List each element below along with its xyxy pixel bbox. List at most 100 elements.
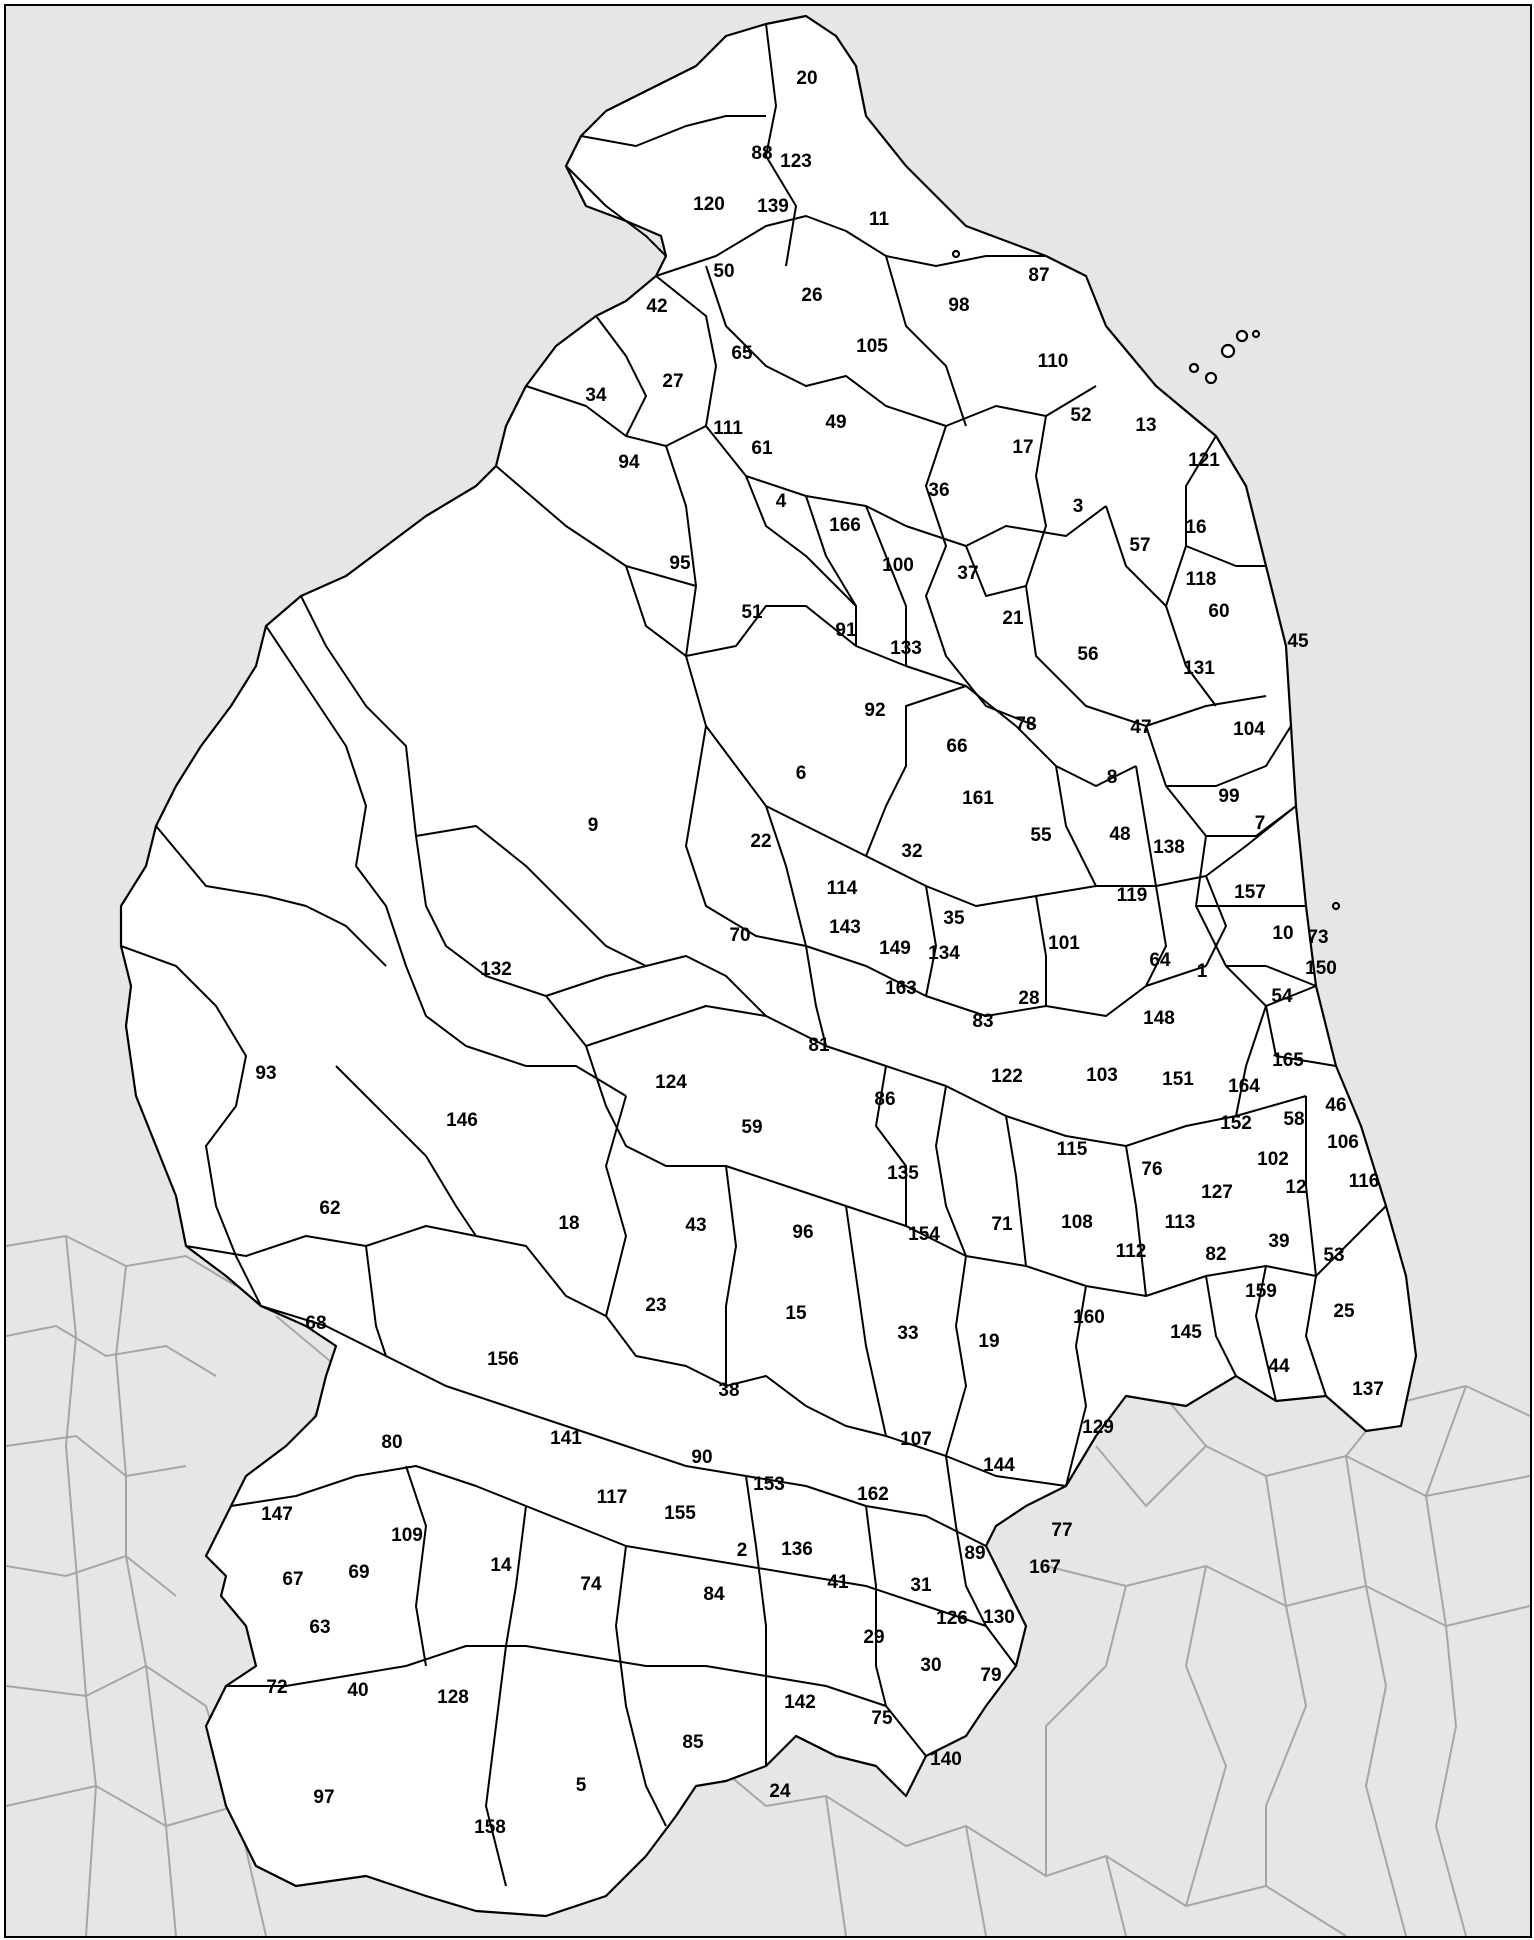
ward-label-14: 14	[490, 1555, 512, 1576]
ward-label-140: 140	[930, 1749, 962, 1770]
ward-label-41: 41	[827, 1572, 849, 1593]
ward-label-68: 68	[305, 1313, 326, 1334]
ward-label-133: 133	[890, 638, 922, 659]
ward-label-42: 42	[646, 296, 667, 317]
ward-label-130: 130	[983, 1607, 1015, 1628]
ward-label-150: 150	[1305, 958, 1337, 979]
ward-label-146: 146	[446, 1110, 478, 1131]
ward-label-122: 122	[991, 1066, 1023, 1087]
ward-label-138: 138	[1153, 837, 1185, 858]
ward-label-20: 20	[796, 68, 817, 89]
ward-label-98: 98	[948, 295, 969, 316]
ward-label-124: 124	[655, 1072, 687, 1093]
ward-label-85: 85	[682, 1732, 704, 1753]
ward-label-119: 119	[1117, 885, 1148, 906]
ward-label-100: 100	[882, 555, 914, 576]
ward-label-19: 19	[978, 1331, 999, 1352]
ward-label-58: 58	[1283, 1109, 1304, 1130]
ward-label-97: 97	[313, 1787, 334, 1808]
ward-label-120: 120	[693, 194, 725, 215]
ward-label-21: 21	[1002, 608, 1024, 629]
ward-label-117: 117	[597, 1487, 628, 1508]
ward-label-166: 166	[829, 515, 861, 536]
ward-label-142: 142	[784, 1692, 816, 1713]
ward-label-70: 70	[729, 925, 750, 946]
ward-label-1: 1	[1197, 961, 1208, 982]
ward-label-134: 134	[928, 943, 960, 964]
ward-label-81: 81	[808, 1035, 830, 1056]
ward-label-144: 144	[983, 1455, 1015, 1476]
ward-label-53: 53	[1323, 1245, 1344, 1266]
ward-label-35: 35	[943, 908, 965, 929]
ward-label-84: 84	[703, 1584, 725, 1605]
ward-label-101: 101	[1048, 933, 1080, 954]
ward-label-95: 95	[669, 553, 691, 574]
ward-label-48: 48	[1109, 824, 1130, 845]
ward-label-77: 77	[1051, 1520, 1072, 1541]
ward-label-40: 40	[347, 1680, 368, 1701]
ward-label-163: 163	[885, 978, 917, 999]
ward-label-78: 78	[1015, 714, 1036, 735]
ward-label-162: 162	[857, 1484, 889, 1505]
ward-label-75: 75	[871, 1708, 893, 1729]
ward-label-145: 145	[1170, 1322, 1202, 1343]
ward-label-4: 4	[776, 491, 787, 512]
ward-label-50: 50	[713, 261, 734, 282]
ward-label-51: 51	[741, 602, 763, 623]
ward-label-139: 139	[757, 196, 789, 217]
ward-label-110: 110	[1038, 351, 1069, 372]
ward-label-62: 62	[319, 1198, 340, 1219]
ward-label-29: 29	[863, 1627, 884, 1648]
ward-label-13: 13	[1135, 415, 1156, 436]
ward-label-165: 165	[1272, 1050, 1304, 1071]
ward-label-56: 56	[1077, 644, 1098, 665]
ward-label-89: 89	[964, 1543, 985, 1564]
ward-label-76: 76	[1141, 1159, 1162, 1180]
ward-label-45: 45	[1287, 631, 1309, 652]
ward-label-52: 52	[1070, 405, 1091, 426]
ward-label-108: 108	[1061, 1212, 1093, 1233]
ward-label-34: 34	[585, 385, 607, 406]
ward-label-106: 106	[1327, 1132, 1359, 1153]
ward-label-32: 32	[901, 841, 922, 862]
ward-label-93: 93	[255, 1063, 276, 1084]
ward-label-158: 158	[474, 1817, 506, 1838]
ward-label-64: 64	[1149, 950, 1171, 971]
ward-label-156: 156	[487, 1349, 519, 1370]
ward-label-128: 128	[437, 1687, 469, 1708]
ward-label-91: 91	[835, 620, 857, 641]
ward-label-161: 161	[962, 788, 994, 809]
ward-label-94: 94	[618, 452, 640, 473]
ward-label-96: 96	[792, 1222, 813, 1243]
ward-label-63: 63	[309, 1617, 330, 1638]
ward-label-159: 159	[1245, 1281, 1277, 1302]
study-area-outline	[119, 14, 1418, 1918]
ward-label-151: 151	[1162, 1069, 1194, 1090]
ward-label-49: 49	[825, 412, 846, 433]
ward-label-33: 33	[897, 1323, 918, 1344]
ward-label-36: 36	[928, 480, 949, 501]
ward-labels: 1234567891011121314151617181920212223242…	[255, 68, 1383, 1838]
ward-label-38: 38	[718, 1380, 739, 1401]
ward-label-8: 8	[1107, 767, 1118, 788]
ward-label-71: 71	[991, 1214, 1013, 1235]
ward-label-131: 131	[1183, 658, 1215, 679]
ward-label-37: 37	[957, 563, 978, 584]
map-svg: 1234567891011121314151617181920212223242…	[6, 14, 1530, 1936]
ward-label-69: 69	[348, 1562, 369, 1583]
ward-label-22: 22	[750, 831, 771, 852]
ward-label-65: 65	[731, 343, 753, 364]
ward-label-167: 167	[1029, 1557, 1061, 1578]
ward-label-7: 7	[1255, 813, 1266, 834]
ward-label-92: 92	[864, 700, 885, 721]
ward-label-82: 82	[1205, 1244, 1226, 1265]
ward-label-154: 154	[908, 1224, 940, 1245]
ward-label-104: 104	[1233, 719, 1265, 740]
ward-label-43: 43	[685, 1215, 706, 1236]
ward-label-9: 9	[588, 815, 599, 836]
ward-label-88: 88	[751, 143, 772, 164]
ward-label-111: 111	[713, 418, 743, 439]
ward-label-73: 73	[1307, 927, 1328, 948]
ward-label-123: 123	[780, 151, 812, 172]
